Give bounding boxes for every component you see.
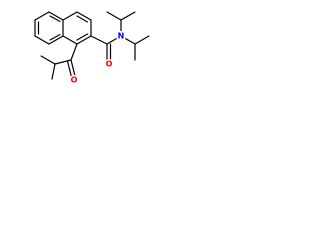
molecule-structure: O O N [34, 11, 150, 85]
atom-o-amide: O [104, 59, 114, 69]
bond [34, 35, 50, 45]
atom-o-ketone-label: O [71, 76, 78, 85]
atom-o-amide-background [104, 59, 114, 69]
bond [66, 60, 73, 78]
atom-n-amide-background [116, 31, 126, 41]
bond-layer [34, 11, 150, 80]
atom-o-amide-label: O [106, 60, 113, 69]
bond [106, 11, 122, 21]
bond [62, 35, 78, 45]
bond [76, 11, 92, 21]
bond [76, 15, 89, 23]
bond [48, 35, 64, 45]
bond [76, 33, 89, 41]
bond [48, 11, 64, 21]
bond [62, 11, 78, 21]
atom-o-ketone: O [69, 75, 79, 85]
bond [51, 63, 56, 80]
bond [54, 59, 72, 65]
bond [120, 11, 136, 21]
bond [90, 35, 108, 45]
bond [70, 43, 78, 61]
bond [49, 15, 61, 23]
bond [34, 11, 50, 21]
atom-o-ketone-background [69, 75, 79, 85]
bond [134, 35, 150, 45]
atom-n-amide: N [116, 31, 126, 41]
bond [70, 59, 76, 77]
bond [49, 33, 61, 41]
bond [76, 35, 92, 45]
bond [40, 55, 56, 65]
atom-n-amide-label: N [118, 32, 125, 41]
